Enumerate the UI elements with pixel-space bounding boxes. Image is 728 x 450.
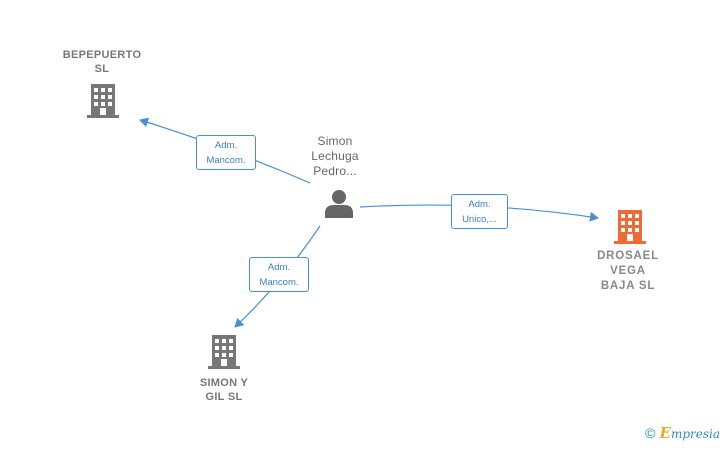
company-name-line: BAJA SL <box>600 280 656 292</box>
company-name-line: GIL SL <box>205 391 243 403</box>
company-label-drosael[interactable]: DROSAEL VEGA BAJA SL <box>580 249 676 294</box>
building-icon[interactable] <box>208 335 240 369</box>
edge-role-line: Unico,... <box>462 214 497 225</box>
edge-role-line: Adm. <box>267 262 291 273</box>
copyright-icon: © <box>645 425 656 441</box>
edge-role-line: Mancom. <box>206 155 246 166</box>
edge-role-line: Adm. <box>214 140 238 151</box>
person-icon[interactable] <box>324 189 354 218</box>
edge-role-line: Mancom. <box>259 277 299 288</box>
company-name-line: DROSAEL <box>597 250 659 262</box>
company-name-line: BEPEPUERTO <box>62 49 142 61</box>
person-label[interactable]: Simon Lechuga Pedro... <box>290 134 380 179</box>
edge-label-to-drosael[interactable]: Adm. Unico,... <box>451 194 508 229</box>
person-name-line: Simon <box>317 134 353 148</box>
person-name-line: Lechuga <box>311 149 359 163</box>
edge-role-line: Adm. <box>468 199 491 210</box>
company-name-line: SIMON Y <box>199 377 249 389</box>
company-label-bepepuerto[interactable]: BEPEPUERTO SL <box>52 48 152 76</box>
building-icon[interactable] <box>87 84 119 118</box>
company-label-simon-y-gil[interactable]: SIMON Y GIL SL <box>182 376 266 404</box>
edge-label-to-bepepuerto[interactable]: Adm. Mancom. <box>196 135 256 170</box>
brand-initial: E <box>659 424 671 442</box>
edge-label-to-simon-y-gil[interactable]: Adm. Mancom. <box>249 257 309 292</box>
person-name-line: Pedro... <box>313 164 357 178</box>
company-name-line: VEGA <box>610 265 646 277</box>
empresia-logo: ©Empresia <box>645 424 720 442</box>
company-name-line: SL <box>94 63 110 75</box>
building-icon[interactable] <box>614 210 646 244</box>
brand-name: mpresia <box>670 427 720 441</box>
